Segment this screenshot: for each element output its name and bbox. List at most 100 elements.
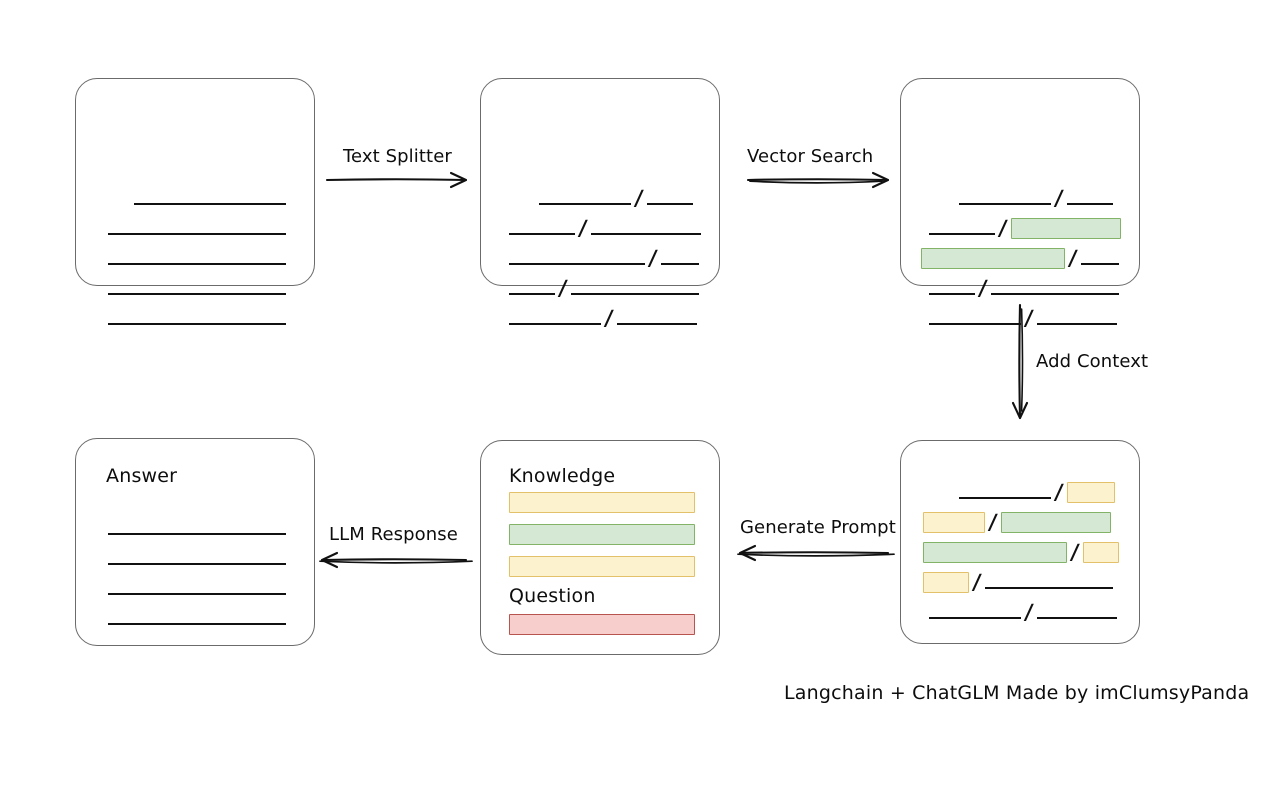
text-line-segment [590, 233, 701, 235]
text-line-segment [108, 593, 286, 595]
text-line-segment [959, 497, 1051, 499]
text-line-segment [108, 563, 286, 565]
text-line-segment [1066, 203, 1113, 205]
text-line-segment [646, 203, 693, 205]
text-row: / [929, 216, 1121, 240]
text-row [509, 555, 695, 577]
edge-vector-search-label: Vector Search [747, 146, 874, 167]
text-row: / [923, 570, 1113, 594]
text-row [108, 519, 286, 537]
edge-add-context-label: Add Context [1036, 351, 1149, 372]
highlight-chip-yellow [509, 491, 695, 513]
chunk-separator-slash: / [647, 246, 659, 270]
chunk-separator-slash: / [987, 510, 999, 534]
chunk-separator-slash: / [971, 570, 983, 594]
highlight-chip-yellow [1082, 541, 1119, 563]
text-row [108, 219, 286, 237]
text-row [108, 609, 286, 627]
highlight-chip-green [1000, 511, 1111, 533]
text-line-segment [108, 533, 286, 535]
text-line-segment [1036, 617, 1117, 619]
text-line-segment [929, 293, 975, 295]
text-line-segment [509, 263, 645, 265]
text-row: / [929, 276, 1119, 300]
text-row [509, 613, 695, 635]
text-row [108, 249, 286, 267]
source-document-box [75, 78, 315, 325]
chunk-separator-slash: / [997, 216, 1009, 240]
credit-text: Langchain + ChatGLM Made by imClumsyPand… [784, 682, 1250, 704]
text-row [509, 491, 695, 513]
chunk-separator-slash: / [1023, 600, 1035, 624]
split-chunks-box: / / / / / [480, 78, 720, 330]
text-line-segment [509, 293, 555, 295]
text-row: / [929, 306, 1117, 330]
text-line-segment [616, 323, 697, 325]
text-line-segment [108, 263, 286, 265]
chunk-separator-slash: / [1067, 246, 1079, 270]
highlight-chip-yellow [923, 571, 969, 593]
text-line-segment [929, 323, 1021, 325]
edge-generate-prompt-label: Generate Prompt [740, 517, 896, 538]
chunk-separator-slash: / [977, 276, 989, 300]
answer-box: Answer [75, 438, 315, 646]
text-row: / [923, 510, 1111, 534]
text-row [134, 189, 286, 207]
text-row: / [509, 306, 697, 330]
chunk-separator-slash: / [1053, 186, 1065, 210]
text-line-segment [660, 263, 699, 265]
chunk-separator-slash: / [557, 276, 569, 300]
text-row [108, 579, 286, 597]
edge-text-splitter-label: Text Splitter [343, 146, 452, 167]
text-row: / [921, 246, 1119, 270]
highlight-chip-green [509, 523, 695, 545]
text-line-segment [108, 233, 286, 235]
highlight-chip-yellow [1066, 481, 1115, 503]
text-row: / [539, 186, 693, 210]
text-row [108, 309, 286, 327]
text-line-segment [1036, 323, 1117, 325]
text-line-segment [570, 293, 699, 295]
text-line-segment [108, 293, 286, 295]
highlight-chip-red [509, 613, 695, 635]
edge-llm-response-label: LLM Response [329, 524, 458, 545]
text-line-segment [990, 293, 1119, 295]
text-row: / [509, 216, 701, 240]
answer-heading: Answer [106, 465, 178, 487]
text-row: / [959, 480, 1115, 504]
text-row: / [929, 600, 1117, 624]
text-row: / [923, 540, 1119, 564]
text-line-segment [539, 203, 631, 205]
edge-text-splitter [325, 171, 468, 189]
text-row [509, 523, 695, 545]
prompt-heading: Question [509, 585, 596, 607]
prompt-heading: Knowledge [509, 465, 616, 487]
text-row [108, 549, 286, 567]
edge-llm-response [319, 551, 473, 569]
text-line-segment [1080, 263, 1119, 265]
text-line-segment [984, 587, 1113, 589]
text-line-segment [509, 233, 575, 235]
text-row: / [959, 186, 1113, 210]
edge-generate-prompt [737, 544, 895, 562]
highlight-chip-green [921, 247, 1065, 269]
context-added-chunks-box: / / / / / [900, 440, 1140, 644]
text-row [108, 279, 286, 297]
text-line-segment [108, 323, 286, 325]
text-line-segment [929, 233, 995, 235]
text-line-segment [929, 617, 1021, 619]
text-line-segment [509, 323, 601, 325]
highlight-chip-yellow [923, 511, 985, 533]
text-line-segment [959, 203, 1051, 205]
chunk-separator-slash: / [603, 306, 615, 330]
text-row: / [509, 246, 699, 270]
text-row: / [509, 276, 699, 300]
chunk-separator-slash: / [1069, 540, 1081, 564]
chunk-separator-slash: / [577, 216, 589, 240]
edge-vector-search [746, 171, 890, 189]
highlight-chip-green [1010, 217, 1121, 239]
vector-matched-chunks-box: / / / / / [900, 78, 1140, 330]
chunk-separator-slash: / [1053, 480, 1065, 504]
